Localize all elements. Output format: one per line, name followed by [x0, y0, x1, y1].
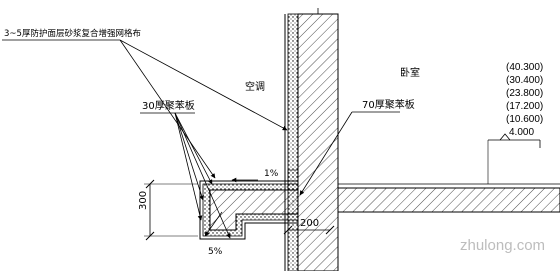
dim-height-tick-bottom [145, 231, 155, 241]
note-top-label: 3~5厚防护面层砂浆复合增强网格布 [4, 28, 141, 39]
dim-width-tick-left [283, 225, 293, 235]
leader-foam-30-a [174, 112, 213, 185]
leader-foam-30-c [174, 112, 203, 221]
floor-slab [337, 187, 560, 213]
dim-width-tick-right [325, 225, 335, 235]
elevation-symbol [499, 133, 511, 141]
leader-note-top-a [119, 39, 288, 131]
elevation-5: (10.600) [506, 114, 543, 125]
leader-foam-30-b [174, 112, 204, 201]
foam-70-label: 70厚聚苯板 [362, 98, 415, 111]
slope-top-label: 1% [264, 169, 279, 179]
slope-arrow-bottom [204, 211, 223, 237]
wall-insulation [287, 13, 299, 271]
elevation-6: 4.000 [509, 127, 534, 138]
leader-foam-70-a [299, 111, 353, 196]
dim-width-label: 200 [300, 218, 319, 229]
dim-height-tick-top [145, 179, 155, 189]
ac-board-finish [199, 180, 298, 240]
foam-30-label: 30厚聚苯板 [142, 99, 195, 112]
slope-bottom-label: 5% [208, 247, 223, 257]
wall-foam-upstand [287, 169, 299, 191]
leader-note-top-b [119, 39, 216, 179]
concrete-wall [297, 13, 339, 271]
ac-unit-label: 空调 [245, 80, 265, 93]
elevation-4: (17.200) [506, 101, 543, 112]
elevation-2: (30.400) [506, 75, 543, 86]
bedroom-label: 卧室 [400, 66, 420, 79]
watermark: zhulong.com [460, 237, 545, 254]
elevation-1: (40.300) [506, 62, 543, 73]
elevation-3: (23.800) [506, 88, 543, 99]
dim-height-label: 300 [138, 191, 149, 210]
leader-foam-30-d [174, 112, 231, 239]
